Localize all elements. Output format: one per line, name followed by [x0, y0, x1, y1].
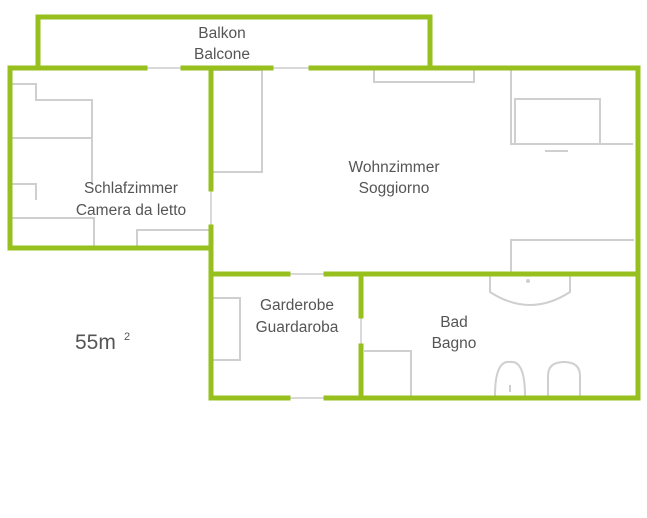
room-label-wardrobe: Garderobe Guardaroba — [256, 297, 339, 336]
room-name-de: Wohnzimmer — [348, 159, 439, 176]
area-value: 55m — [75, 331, 116, 354]
room-name-de: Garderobe — [260, 297, 334, 314]
room-name-de: Balkon — [198, 25, 245, 42]
door-openings — [145, 67, 362, 399]
room-label-bedroom: Schlafzimmer Camera da letto — [76, 180, 186, 219]
walls — [7, 14, 641, 401]
room-name-it: Soggiorno — [359, 180, 430, 197]
room-name-it: Bagno — [432, 335, 477, 352]
room-label-balcony: Balkon Balcone — [194, 25, 250, 63]
room-label-bath: Bad Bagno — [432, 314, 477, 352]
room-label-living: Wohnzimmer Soggiorno — [348, 159, 439, 197]
room-name-it: Camera da letto — [76, 202, 186, 219]
room-name-de: Schlafzimmer — [84, 180, 178, 197]
area-superscript: 2 — [124, 331, 130, 343]
room-name-de: Bad — [440, 314, 468, 331]
room-name-it: Guardaroba — [256, 319, 339, 336]
room-name-it: Balcone — [194, 46, 250, 63]
